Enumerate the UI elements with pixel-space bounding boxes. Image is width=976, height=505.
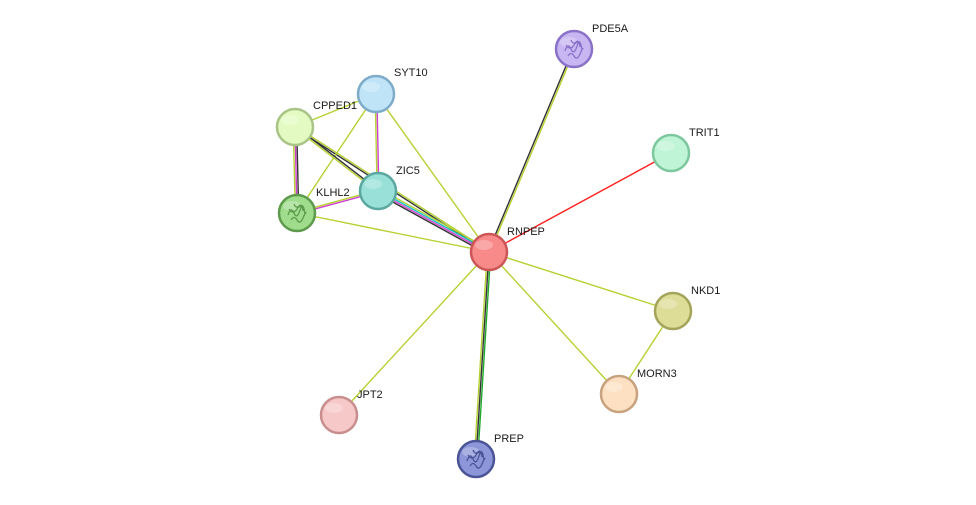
edge-rnpep-morn3[interactable] xyxy=(488,251,620,395)
protein-structure-icon xyxy=(466,449,486,469)
edge-rnpep-jpt2[interactable] xyxy=(338,251,490,416)
node-highlight xyxy=(364,179,382,189)
node-label: RNPEP xyxy=(507,226,545,238)
node-highlight xyxy=(657,141,675,151)
edge-strand-coexpression xyxy=(487,48,574,252)
node-highlight xyxy=(605,382,623,392)
edge-strand-textmining xyxy=(489,49,576,253)
node-label: ZIC5 xyxy=(396,165,420,177)
edge-strand-textmining xyxy=(296,93,377,214)
edge-rnpep-prep[interactable] xyxy=(473,251,492,460)
edge-strand-textmining xyxy=(375,93,490,253)
node-klhl2[interactable]: KLHL2 xyxy=(277,187,350,233)
node-morn3[interactable]: MORN3 xyxy=(599,368,677,414)
edge-strand-databases xyxy=(378,189,490,252)
node-syt10[interactable]: SYT10 xyxy=(356,67,428,114)
edge-strand-textmining xyxy=(338,251,490,416)
node-label: CPPED1 xyxy=(313,100,357,112)
node-circle xyxy=(653,291,693,331)
node-nkd1[interactable]: NKD1 xyxy=(653,285,720,331)
node-zic5[interactable]: ZIC5 xyxy=(358,165,420,211)
edge-rnpep-syt10[interactable] xyxy=(375,93,490,253)
edge-strand-textmining xyxy=(488,251,620,395)
node-cpped1[interactable]: CPPED1 xyxy=(275,100,357,147)
node-highlight xyxy=(283,201,301,211)
edge-strand-coexpression xyxy=(475,251,490,460)
node-highlight xyxy=(281,115,299,125)
edge-rnpep-klhl2[interactable] xyxy=(296,212,490,253)
node-circle xyxy=(358,171,398,211)
edge-strand-textmining xyxy=(488,251,674,312)
node-circle xyxy=(356,74,396,114)
node-jpt2[interactable]: JPT2 xyxy=(319,389,383,435)
node-highlight xyxy=(462,447,480,457)
edge-rnpep-pde5a[interactable] xyxy=(487,48,576,253)
node-prep[interactable]: PREP xyxy=(456,433,524,479)
edge-strand-textmining xyxy=(378,188,491,251)
node-pde5a[interactable]: PDE5A xyxy=(554,23,629,69)
protein-structure-icon xyxy=(564,39,584,59)
node-highlight xyxy=(659,299,677,309)
node-circle xyxy=(651,133,691,173)
node-highlight xyxy=(325,403,343,413)
node-highlight xyxy=(560,37,578,47)
node-label: SYT10 xyxy=(394,67,428,79)
node-label: NKD1 xyxy=(691,285,720,297)
edge-rnpep-nkd1[interactable] xyxy=(488,251,674,312)
node-circle xyxy=(469,232,509,272)
node-label: PREP xyxy=(494,433,524,445)
node-circle xyxy=(275,107,315,147)
edge-syt10-klhl2[interactable] xyxy=(296,93,377,214)
node-label: KLHL2 xyxy=(316,187,350,199)
node-trit1[interactable]: TRIT1 xyxy=(651,127,720,173)
node-highlight xyxy=(362,82,380,92)
node-circle xyxy=(554,29,594,69)
node-label: MORN3 xyxy=(637,368,677,380)
network-nodes: RNPEP PDE5A TRIT1 SYT10CPPED1ZIC5KLHL2NKD1M… xyxy=(275,23,720,479)
node-label: TRIT1 xyxy=(689,127,720,139)
node-rnpep[interactable]: RNPEP xyxy=(469,226,545,272)
node-label: JPT2 xyxy=(357,389,383,401)
edge-strand-neighborhood xyxy=(476,252,492,460)
edge-strand-textmining xyxy=(296,212,490,253)
node-circle xyxy=(599,374,639,414)
edge-strand-fusion xyxy=(488,152,672,253)
node-highlight xyxy=(475,240,493,250)
node-circle xyxy=(319,395,359,435)
node-circle xyxy=(277,193,317,233)
edge-rnpep-trit1[interactable] xyxy=(488,152,672,253)
edge-strand-experiments xyxy=(377,191,489,254)
edge-rnpep-zic5[interactable] xyxy=(376,188,491,255)
edge-strand-textmining xyxy=(473,251,489,459)
node-circle xyxy=(456,439,496,479)
edge-strand-coexpression xyxy=(376,192,489,255)
node-label: PDE5A xyxy=(592,23,629,35)
protein-structure-icon xyxy=(287,203,307,223)
